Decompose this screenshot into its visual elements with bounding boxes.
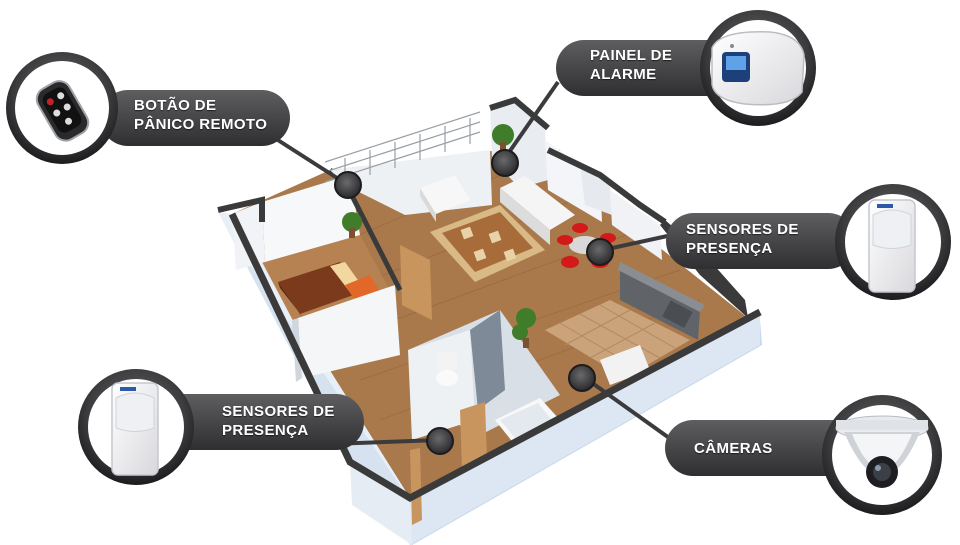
panic-button-label-line1: BOTÃO DE (134, 97, 217, 114)
callout-cameras (665, 395, 942, 515)
presence-sensor-right-label: SENSORES DE PRESENÇA (686, 220, 799, 258)
cameras-label-line1: CÂMERAS (694, 440, 773, 457)
alarm-panel-label: PAINEL DE ALARME (590, 46, 672, 84)
presence-sensor-right-label-line1: SENSORES DE (686, 221, 799, 238)
callout-presence-sensor-right (666, 184, 951, 300)
camera-location-dot (568, 364, 596, 392)
presence-sensor-left-location-dot (426, 427, 454, 455)
callout-presence-sensor-left (78, 369, 364, 485)
callout-alarm-panel (556, 10, 816, 126)
presence-sensor-left-label-line1: SENSORES DE (222, 403, 335, 420)
alarm-panel-label-line2: ALARME (590, 66, 657, 83)
presence-sensor-left-label-line2: PRESENÇA (222, 422, 309, 439)
alarm-panel-icon (711, 31, 805, 106)
panic-button-location-dot (334, 171, 362, 199)
apartment-model (217, 96, 762, 545)
panic-button-label: BOTÃO DE PÂNICO REMOTO (134, 96, 267, 134)
alarm-panel-label-line1: PAINEL DE (590, 47, 673, 64)
presence-sensor-left-label: SENSORES DE PRESENÇA (222, 402, 335, 440)
panic-button-label-line2: PÂNICO REMOTO (134, 116, 268, 133)
presence-sensor-right-location-dot (586, 238, 614, 266)
remote-keyfob-icon (35, 80, 90, 142)
callout-panic-button (6, 52, 290, 164)
motion-sensor-icon (111, 382, 159, 476)
dome-camera-icon (835, 415, 929, 488)
sensor-point-markers (334, 149, 614, 455)
cameras-label: CÂMERAS (694, 439, 773, 458)
alarm-panel-location-dot (491, 149, 519, 177)
motion-sensor-icon (868, 199, 916, 293)
presence-sensor-right-label-line2: PRESENÇA (686, 240, 773, 257)
